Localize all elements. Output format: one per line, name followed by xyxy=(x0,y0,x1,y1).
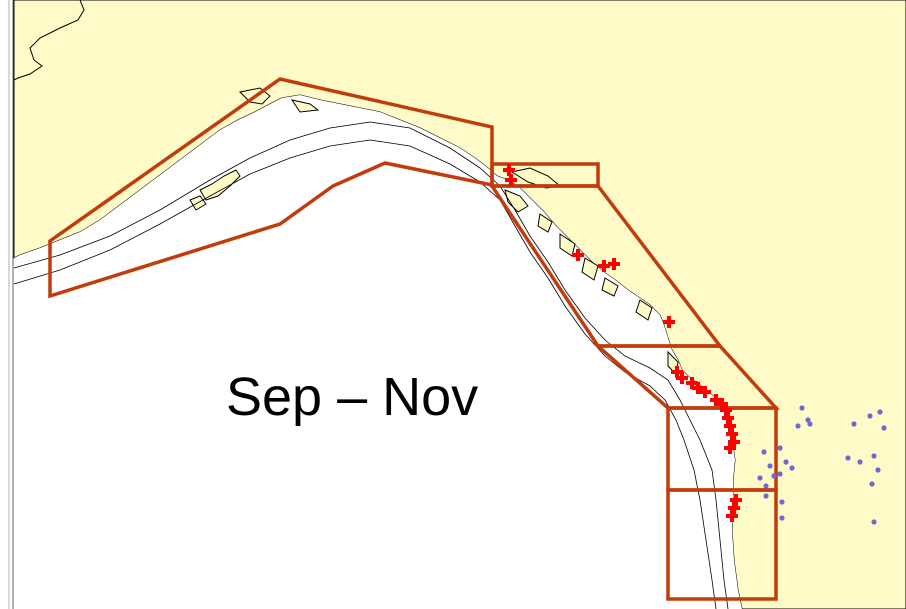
season-label: Sep – Nov xyxy=(226,367,479,427)
blue-dot-icon xyxy=(763,493,769,499)
red-cross-icon xyxy=(710,394,722,406)
observation-markers xyxy=(503,164,742,522)
upper-left-land xyxy=(13,0,85,81)
blue-dot-icon xyxy=(807,421,813,427)
bathymetry-contour-inner xyxy=(13,121,729,609)
blue-dot-icon xyxy=(799,405,805,411)
blue-dot-icon xyxy=(857,459,863,465)
red-cross-icon xyxy=(503,164,515,176)
blue-dot-icon xyxy=(877,409,883,415)
blue-dot-icon xyxy=(805,417,811,423)
blue-dot-icon xyxy=(767,463,773,469)
bathymetry-contour-outer xyxy=(13,139,717,609)
blue-dot-icon xyxy=(783,459,789,465)
red-cross-icon xyxy=(608,258,620,270)
red-cross-icon xyxy=(598,260,610,272)
red-cross-icon xyxy=(699,386,711,398)
blue-dot-icon xyxy=(789,465,795,471)
blue-dot-icon xyxy=(869,481,875,487)
blue-dot-icon xyxy=(779,499,785,505)
blue-dot-icon xyxy=(779,515,785,521)
gulf-ocean xyxy=(14,95,742,609)
red-cross-icon xyxy=(505,174,517,186)
blue-dot-icon xyxy=(761,449,767,455)
blue-dot-icon xyxy=(871,453,877,459)
red-cross-icon xyxy=(724,442,736,454)
blue-dot-icon xyxy=(795,423,801,429)
coastline-details xyxy=(189,87,679,376)
red-cross-icon xyxy=(686,377,698,389)
red-cross-icon xyxy=(724,420,736,432)
red-cross-icon xyxy=(663,316,675,328)
red-cross-icon xyxy=(728,436,740,448)
red-cross-icon xyxy=(716,398,728,410)
blue-dot-icon xyxy=(871,519,877,525)
red-cross-icon xyxy=(692,382,704,394)
red-cross-icon xyxy=(676,372,688,384)
red-cross-icon xyxy=(728,502,740,514)
red-cross-icon xyxy=(726,510,738,522)
inland-markers xyxy=(757,405,887,525)
blue-dot-icon xyxy=(757,475,763,481)
region-boxes xyxy=(48,77,780,601)
red-cross-icon xyxy=(726,428,738,440)
blue-dot-icon xyxy=(771,473,777,479)
red-cross-icon xyxy=(722,412,734,424)
red-cross-icon xyxy=(572,249,584,261)
blue-dot-icon xyxy=(851,421,857,427)
red-cross-icon xyxy=(720,404,732,416)
blue-dot-icon xyxy=(763,483,769,489)
blue-dot-icon xyxy=(777,471,783,477)
blue-dot-icon xyxy=(777,445,783,451)
blue-dot-icon xyxy=(875,467,881,473)
blue-dot-icon xyxy=(867,413,873,419)
red-cross-icon xyxy=(730,494,742,506)
blue-dot-icon xyxy=(881,425,887,431)
red-cross-icon xyxy=(671,366,683,378)
region-box-oregon xyxy=(666,488,778,601)
blue-dot-icon xyxy=(845,455,851,461)
